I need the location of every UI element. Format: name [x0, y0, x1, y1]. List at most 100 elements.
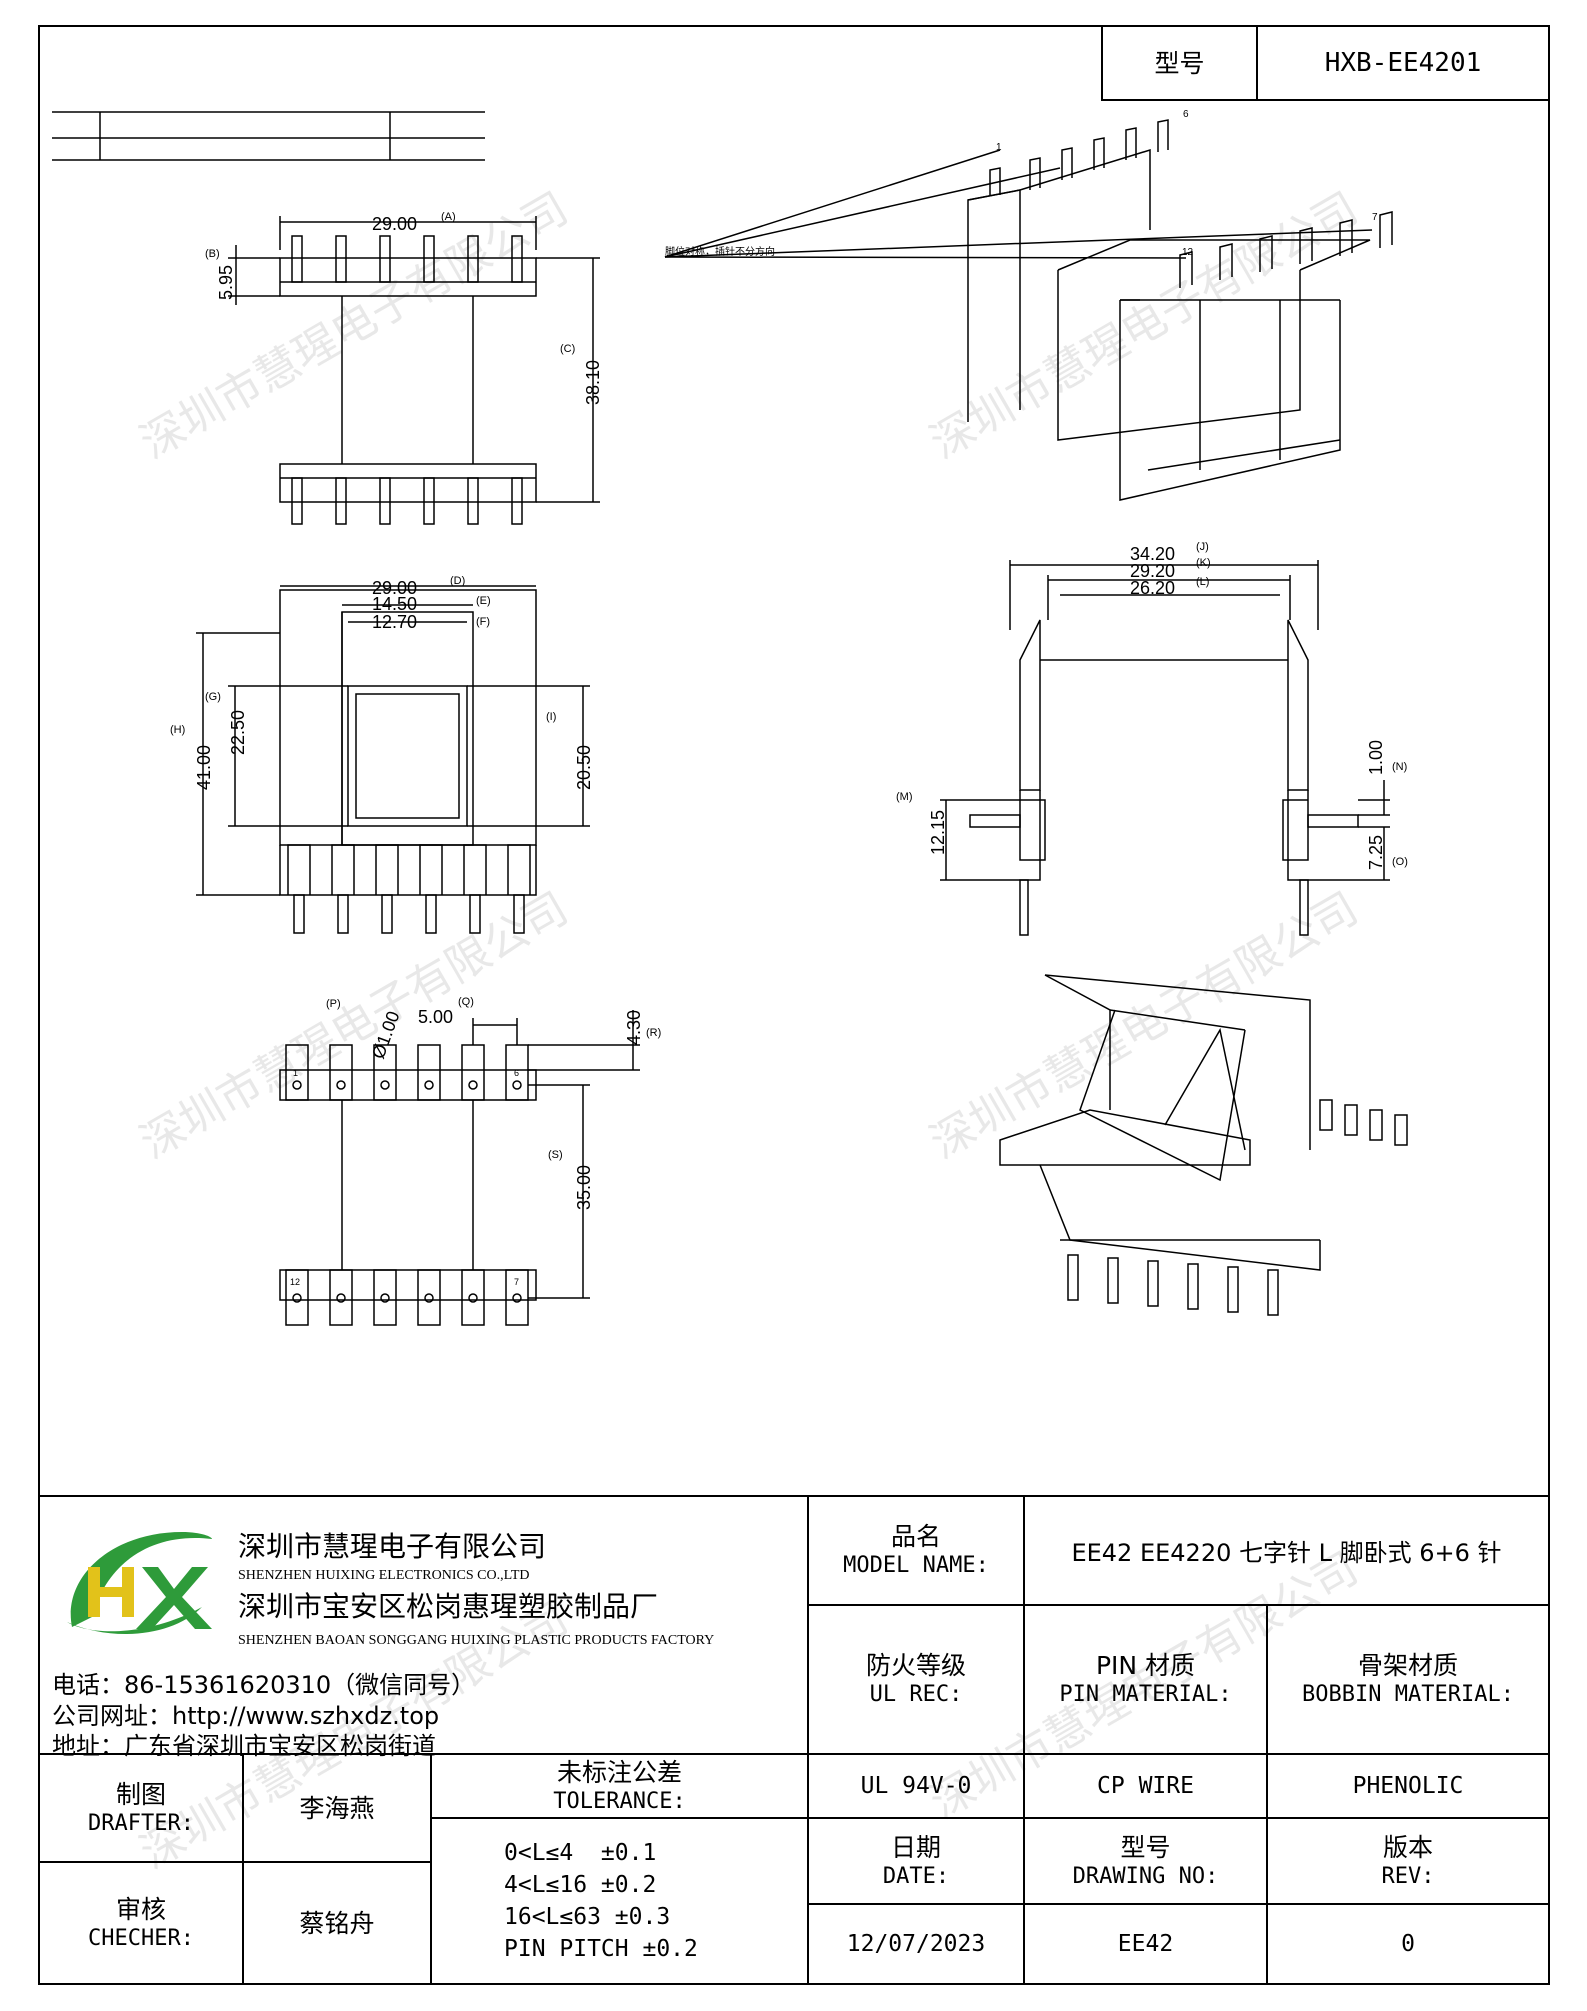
pin-label-12: 12: [290, 1277, 300, 1287]
model-name-label-cn: 品名: [890, 1522, 941, 1551]
checker-name: 蔡铭舟: [299, 1908, 375, 1938]
drafter-name: 李海燕: [299, 1793, 375, 1823]
technical-drawing: 29.00 (A) 5.95 (B) 38.10 (C) 29.00 (D) 1…: [52, 109, 1408, 1326]
dim-p-tag: (P): [326, 998, 341, 1010]
drafter-label-cell: 制图 DRAFTER:: [38, 1753, 244, 1863]
rev-value: 0: [1401, 1931, 1415, 1957]
dim-q-tag: (Q): [458, 996, 474, 1008]
company-logo: [67, 1532, 212, 1634]
dim-b: 5.95: [216, 265, 236, 300]
bobbin-material-value-cell: PHENOLIC: [1266, 1753, 1550, 1819]
dim-j-tag: (J): [1196, 541, 1209, 553]
model-name-label-cell: 品名 MODEL NAME:: [807, 1495, 1025, 1606]
tolerance-row: PIN PITCH ±0.2: [504, 1936, 698, 1962]
title-block: [38, 1495, 1550, 1985]
dim-i: 20.50: [574, 745, 594, 790]
dim-i-tag: (I): [546, 711, 556, 723]
ul-label-cn: 防火等级: [865, 1651, 966, 1680]
bobbin-material-label-cell: 骨架材质 BOBBIN MATERIAL:: [1266, 1604, 1550, 1755]
tolerance-title-en: TOLERANCE:: [553, 1788, 686, 1814]
ul-label-cell: 防火等级 UL REC:: [807, 1604, 1025, 1755]
side-view: [940, 560, 1390, 936]
front-view-pins: [287, 844, 531, 934]
iso2-pins: [1067, 1254, 1279, 1316]
bobbin-material-label-cn: 骨架材质: [1357, 1651, 1458, 1680]
pin-label-1: 1: [293, 1068, 298, 1078]
front-view: [196, 585, 590, 934]
drawing-no-label-cell: 型号 DRAWING NO:: [1023, 1817, 1268, 1905]
rev-label-cell: 版本 REV:: [1266, 1817, 1550, 1905]
iso-pin-7: 7: [1372, 212, 1378, 223]
iso-pin-12: 12: [1182, 247, 1194, 258]
dim-d: 29.00: [372, 578, 417, 598]
company-block: 深圳市慧瑆电子有限公司 SHENZHEN HUIXING ELECTRONICS…: [38, 1495, 809, 1760]
checker-label-cn: 审核: [115, 1894, 166, 1924]
dim-m-tag: (M): [896, 791, 913, 803]
dim-c-tag: (C): [560, 343, 575, 355]
drawing-no-label-cn: 型号: [1120, 1832, 1171, 1862]
isometric-view-top: [664, 119, 1393, 501]
dim-l: 26.20: [1130, 578, 1175, 598]
model-label: 型号: [1154, 48, 1205, 78]
pin-material-label-en: PIN MATERIAL:: [1059, 1682, 1232, 1707]
company-name-en: SHENZHEN HUIXING ELECTRONICS CO.,LTD: [238, 1568, 530, 1583]
dim-l-tag: (L): [1196, 576, 1209, 588]
tolerance-title-cell: 未标注公差 TOLERANCE:: [430, 1753, 809, 1819]
model-name-value-cell: EE42 EE4220 七字针 L 脚卧式 6+6 针: [1023, 1495, 1550, 1606]
dim-k: 29.20: [1130, 561, 1175, 581]
company-phone: 电话：86-15361620310（微信同号）: [52, 1671, 476, 1699]
iso-pin-1: 1: [996, 142, 1002, 153]
checker-name-cell: 蔡铭舟: [242, 1861, 432, 1985]
dim-p: Ø1.00: [368, 1008, 404, 1061]
ul-value: UL 94V-0: [860, 1773, 972, 1799]
dim-m: 12.15: [928, 810, 948, 855]
iso-pin-6: 6: [1183, 109, 1189, 120]
dim-e: 14.50: [372, 594, 417, 614]
bottom-view-pads-upper: [285, 1044, 529, 1101]
pin-direction-note: 脚位对称，插针不分方向: [665, 245, 775, 258]
dim-a: 29.00: [372, 214, 417, 234]
dim-o-tag: (O): [1392, 856, 1408, 868]
pin-label-7: 7: [514, 1277, 519, 1287]
checker-label-cell: 审核 CHECHER:: [38, 1861, 244, 1985]
tolerance-row: 4<L≤16 ±0.2: [504, 1872, 657, 1898]
factory-name-en: SHENZHEN BAOAN SONGGANG HUIXING PLASTIC …: [238, 1633, 715, 1648]
dim-f: 12.70: [372, 612, 417, 632]
dim-h-tag: (H): [170, 724, 185, 736]
model-name-label-en: MODEL NAME:: [843, 1553, 989, 1578]
model-value: HXB-EE4201: [1324, 48, 1482, 78]
iso-pins-front: [1179, 211, 1393, 288]
dim-e-tag: (E): [476, 595, 491, 607]
factory-name-cn: 深圳市宝安区松岗惠瑆塑胶制品厂: [238, 1590, 659, 1623]
date-value: 12/07/2023: [846, 1931, 986, 1957]
dim-j: 34.20: [1130, 544, 1175, 564]
rev-label-en: REV:: [1381, 1863, 1435, 1889]
company-website: 公司网址：http://www.szhxdz.top: [52, 1702, 440, 1730]
dim-q: 5.00: [418, 1007, 453, 1027]
dim-o: 7.25: [1366, 835, 1386, 870]
rev-value-cell: 0: [1266, 1903, 1550, 1985]
drawing-no-value-cell: EE42: [1023, 1903, 1268, 1985]
drawing-no-label-en: DRAWING NO:: [1072, 1863, 1219, 1889]
date-label-en: DATE:: [882, 1863, 950, 1889]
ul-label-en: UL REC:: [869, 1682, 963, 1707]
date-value-cell: 12/07/2023: [807, 1903, 1025, 1985]
dim-n-tag: (N): [1392, 761, 1407, 773]
model-value-cell: HXB-EE4201: [1256, 25, 1550, 101]
rev-label-cn: 版本: [1382, 1832, 1433, 1862]
isometric-view-bottom: [999, 974, 1408, 1316]
drafter-label-en: DRAFTER:: [88, 1810, 194, 1836]
tolerance-row: 0<L≤4 ±0.1: [504, 1840, 657, 1866]
side-strip-view: [52, 111, 485, 161]
ul-value-cell: UL 94V-0: [807, 1753, 1025, 1819]
pin-material-label-cell: PIN 材质 PIN MATERIAL:: [1023, 1604, 1268, 1755]
dim-n: 1.00: [1366, 740, 1386, 775]
date-label-cn: 日期: [890, 1832, 941, 1862]
model-name-value: EE42 EE4220 七字针 L 脚卧式 6+6 针: [1071, 1539, 1502, 1567]
tolerance-row: 16<L≤63 ±0.3: [504, 1904, 671, 1930]
dim-g-tag: (G): [205, 691, 221, 703]
top-view-pins-lower: [291, 477, 523, 525]
pin-label-6: 6: [514, 1068, 519, 1078]
drafter-label-cn: 制图: [115, 1779, 166, 1809]
top-view: [228, 216, 600, 525]
